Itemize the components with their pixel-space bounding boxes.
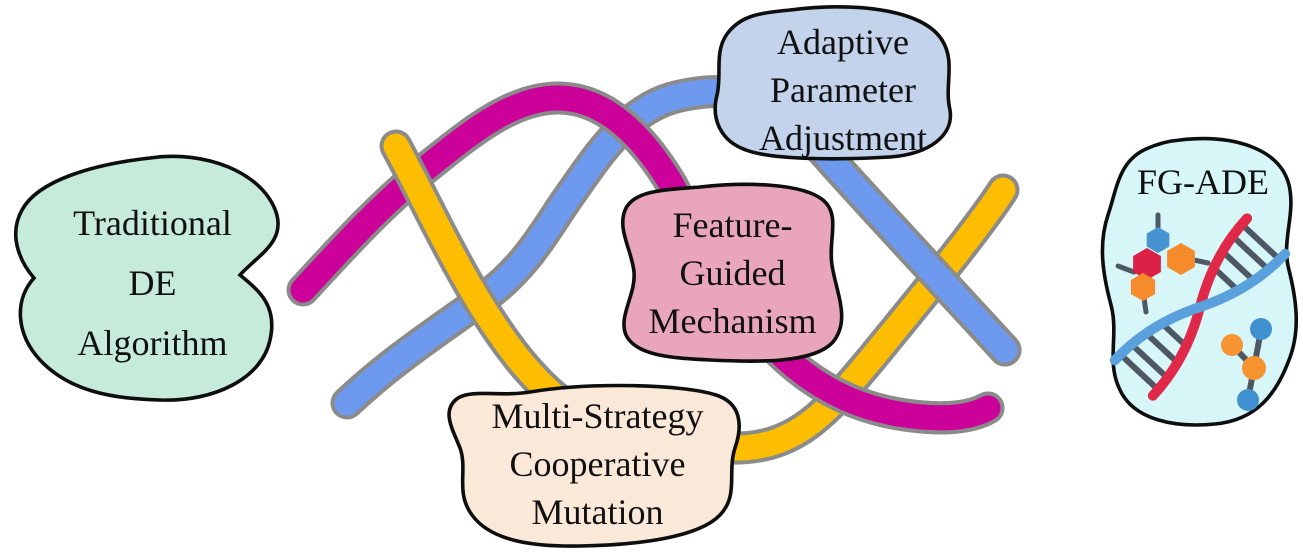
dna-double-helix-icon bbox=[1109, 213, 1291, 401]
label-line: Multi-Strategy bbox=[491, 396, 704, 436]
label-line: Traditional bbox=[73, 203, 232, 243]
label-line: Adjustment bbox=[759, 118, 927, 158]
label-line: Mechanism bbox=[648, 301, 817, 341]
label-line: Cooperative bbox=[509, 444, 686, 484]
node-traditional-label: Traditional DE Algorithm bbox=[30, 193, 275, 373]
atom-orange-center bbox=[1242, 356, 1266, 380]
node-multi-blob bbox=[447, 383, 741, 548]
hexagon-blue bbox=[1146, 227, 1170, 253]
hexagon-orange-bottom bbox=[1130, 273, 1156, 301]
hexagon-red bbox=[1133, 248, 1161, 280]
label-line: FG-ADE bbox=[1137, 162, 1269, 202]
node-fgade-blob bbox=[1100, 136, 1298, 427]
atom-blue-bottom bbox=[1237, 389, 1259, 411]
label-line: DE bbox=[128, 263, 177, 303]
node-feature-label: Feature- Guided Mechanism bbox=[610, 201, 855, 345]
label-line: Algorithm bbox=[77, 323, 228, 363]
hexagon-molecule-icon bbox=[1115, 212, 1211, 315]
dna-blue-strand bbox=[1109, 248, 1291, 366]
circle-molecule-icon bbox=[1221, 318, 1272, 411]
atom-blue-top bbox=[1250, 318, 1272, 340]
label-line: Mutation bbox=[531, 492, 664, 532]
label-line: Parameter bbox=[770, 70, 916, 110]
label-line: Guided bbox=[679, 253, 786, 293]
node-adaptive-blob bbox=[713, 5, 953, 161]
atom-orange-left bbox=[1221, 334, 1243, 356]
node-traditional-blob bbox=[13, 154, 280, 402]
node-fgade-label: FG-ADE bbox=[1108, 158, 1298, 206]
hexagon-orange-right bbox=[1167, 243, 1195, 275]
node-multi-label: Multi-Strategy Cooperative Mutation bbox=[455, 392, 740, 536]
label-line: Feature- bbox=[672, 205, 793, 245]
node-feature-blob bbox=[620, 182, 844, 363]
node-adaptive-label: Adaptive Parameter Adjustment bbox=[723, 18, 963, 162]
label-line: Adaptive bbox=[777, 22, 909, 62]
